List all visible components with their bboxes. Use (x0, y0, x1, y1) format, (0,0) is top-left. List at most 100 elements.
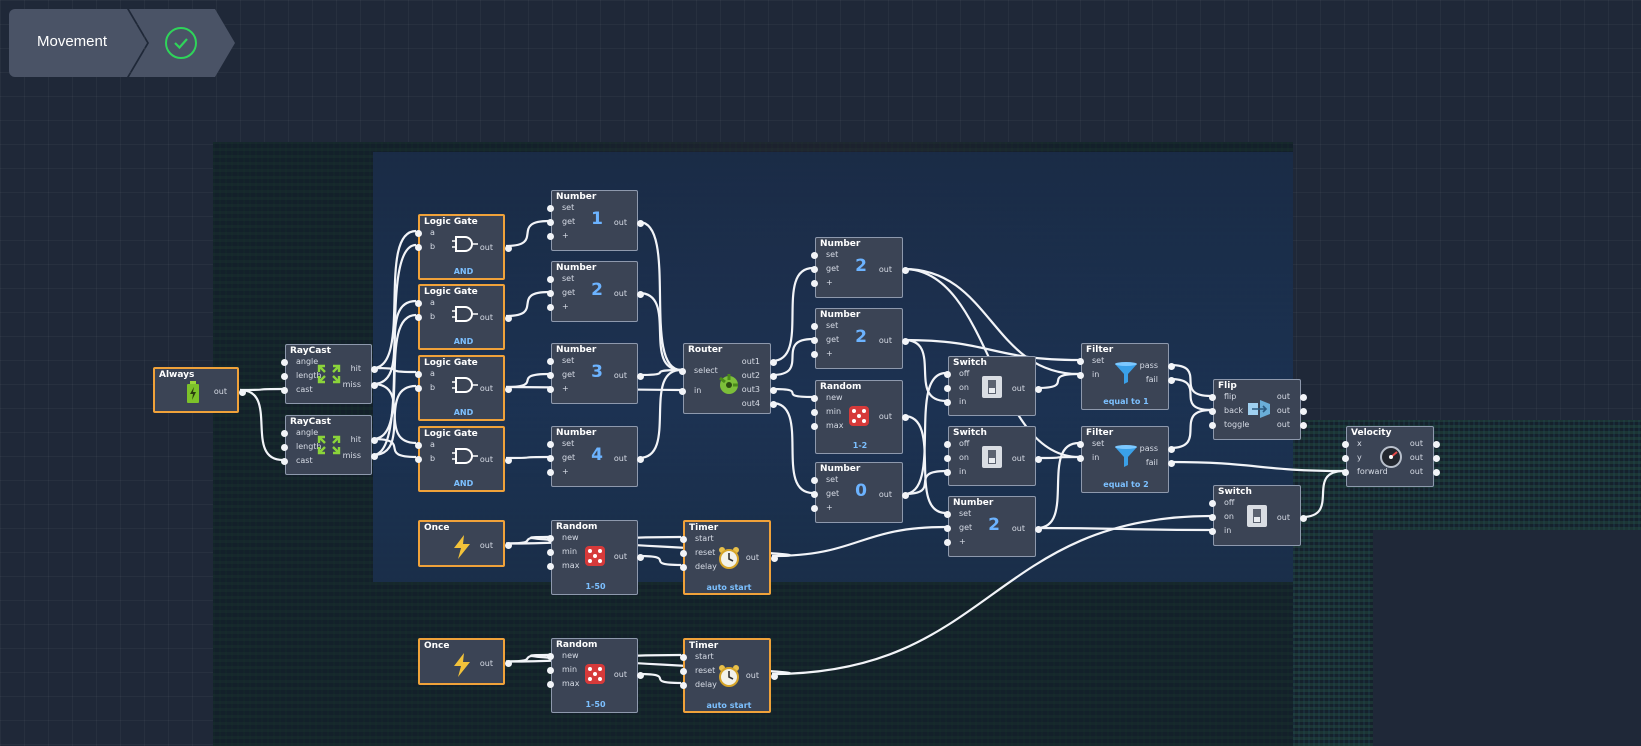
wire[interactable] (239, 388, 284, 462)
input-port-dot[interactable] (810, 251, 818, 259)
output-port-dot[interactable] (370, 365, 378, 373)
output-port-dot[interactable] (636, 290, 644, 298)
input-port-dot[interactable] (1208, 527, 1216, 535)
output-port-dot[interactable] (636, 219, 644, 227)
wire[interactable] (1036, 455, 1080, 460)
output-port-dot[interactable] (1299, 514, 1307, 522)
input-port-dot[interactable] (810, 490, 818, 498)
input-port-dot[interactable] (810, 350, 818, 358)
input-port-dot[interactable] (414, 455, 422, 463)
input-port-dot[interactable] (679, 535, 687, 543)
input-port-dot[interactable] (546, 680, 554, 688)
input-port-dot[interactable] (546, 440, 554, 448)
input-port-dot[interactable] (679, 563, 687, 571)
wire[interactable] (505, 455, 550, 460)
wire[interactable] (372, 366, 417, 374)
input-port-dot[interactable] (810, 265, 818, 273)
output-port-dot[interactable] (370, 436, 378, 444)
wire[interactable] (372, 437, 417, 459)
input-port-dot[interactable] (546, 562, 554, 570)
output-port-dot[interactable] (504, 244, 512, 252)
output-port-dot[interactable] (1034, 525, 1042, 533)
wire[interactable] (771, 525, 947, 558)
input-port-dot[interactable] (1208, 393, 1216, 401)
wire[interactable] (1169, 408, 1212, 450)
output-port-dot[interactable] (504, 314, 512, 322)
input-port-dot[interactable] (943, 524, 951, 532)
wire[interactable] (903, 469, 947, 496)
wire[interactable] (903, 371, 947, 496)
output-port-dot[interactable] (770, 554, 778, 562)
input-port-dot[interactable] (414, 299, 422, 307)
input-port-dot[interactable] (546, 232, 554, 240)
input-port-dot[interactable] (943, 370, 951, 378)
output-port-dot[interactable] (1432, 468, 1440, 476)
output-port-dot[interactable] (636, 553, 644, 561)
output-port-dot[interactable] (504, 542, 512, 549)
input-port-dot[interactable] (546, 454, 554, 462)
input-port-dot[interactable] (546, 652, 554, 660)
output-port-dot[interactable] (1167, 445, 1175, 453)
input-port-dot[interactable] (1208, 421, 1216, 429)
output-port-dot[interactable] (1299, 393, 1307, 401)
wire[interactable] (771, 266, 814, 363)
output-port-dot[interactable] (504, 660, 512, 667)
output-port-dot[interactable] (636, 455, 644, 463)
wire[interactable] (372, 313, 417, 441)
output-port-dot[interactable] (1167, 459, 1175, 467)
wire[interactable] (1036, 372, 1080, 390)
wire[interactable] (771, 337, 814, 377)
input-port-dot[interactable] (546, 275, 554, 283)
input-port-dot[interactable] (280, 457, 288, 465)
input-port-dot[interactable] (679, 653, 687, 661)
input-port-dot[interactable] (1208, 407, 1216, 415)
input-port-dot[interactable] (546, 289, 554, 297)
output-port-dot[interactable] (901, 413, 909, 421)
output-port-dot[interactable] (901, 337, 909, 345)
input-port-dot[interactable] (1208, 513, 1216, 521)
input-port-dot[interactable] (280, 358, 288, 366)
input-port-dot[interactable] (1341, 440, 1349, 448)
wire[interactable] (529, 535, 792, 558)
output-port-dot[interactable] (769, 400, 777, 408)
wire[interactable] (771, 401, 814, 495)
input-port-dot[interactable] (546, 468, 554, 476)
wire[interactable] (771, 387, 814, 399)
wire[interactable] (505, 372, 550, 389)
input-port-dot[interactable] (1076, 357, 1084, 365)
input-port-dot[interactable] (943, 454, 951, 462)
input-port-dot[interactable] (546, 548, 554, 556)
wire[interactable] (638, 368, 682, 377)
input-port-dot[interactable] (810, 279, 818, 287)
wire[interactable] (1036, 526, 1212, 532)
input-port-dot[interactable] (546, 666, 554, 674)
input-port-dot[interactable] (810, 336, 818, 344)
output-port-dot[interactable] (1167, 376, 1175, 384)
wire[interactable] (638, 368, 682, 460)
input-port-dot[interactable] (546, 534, 554, 542)
input-port-dot[interactable] (678, 367, 686, 375)
output-port-dot[interactable] (1167, 362, 1175, 370)
input-port-dot[interactable] (414, 384, 422, 392)
wire[interactable] (505, 219, 550, 248)
output-port-dot[interactable] (636, 372, 644, 380)
wire[interactable] (529, 653, 792, 676)
input-port-dot[interactable] (414, 243, 422, 251)
